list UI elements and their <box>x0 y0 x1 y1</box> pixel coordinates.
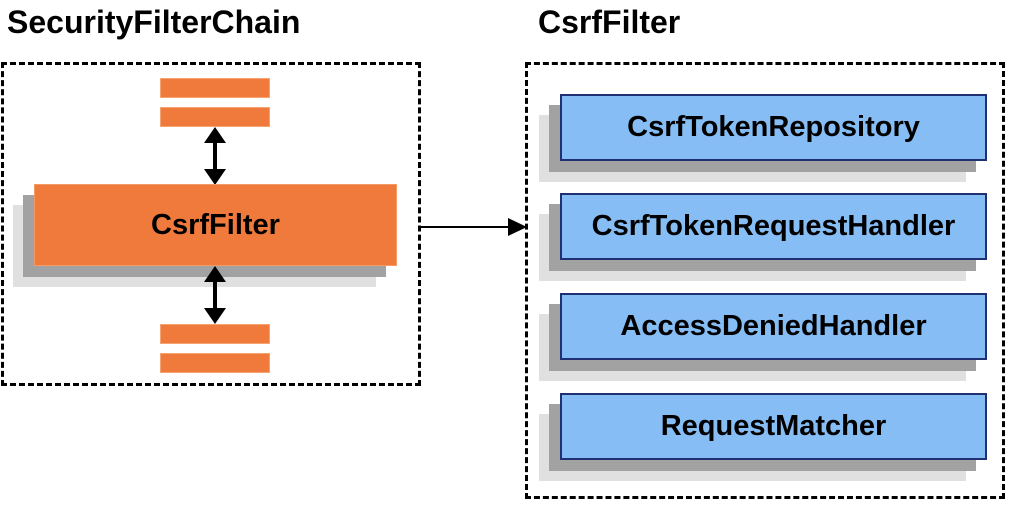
csrf-token-repository-box: CsrfTokenRepository <box>560 94 987 161</box>
security-filter-chain-container <box>1 62 421 386</box>
security-filter-chain-title: SecurityFilterChain <box>7 4 301 40</box>
filter-bar <box>160 353 270 373</box>
csrf-token-request-handler-box: CsrfTokenRequestHandler <box>560 193 987 260</box>
up-down-arrow-icon <box>204 266 226 324</box>
component-box-label: CsrfTokenRepository <box>627 111 920 143</box>
up-down-arrow-icon <box>204 127 226 185</box>
access-denied-handler-box: AccessDeniedHandler <box>560 293 987 360</box>
component-box-label: RequestMatcher <box>660 410 887 442</box>
filter-bar <box>160 78 270 98</box>
component-box-label: CsrfTokenRequestHandler <box>591 210 956 242</box>
csrf-filter-title: CsrfFilter <box>538 4 681 40</box>
request-matcher-box: RequestMatcher <box>560 393 987 460</box>
csrf-filter-container <box>525 62 1005 499</box>
filter-bar <box>160 324 270 344</box>
component-box-label: AccessDeniedHandler <box>620 310 927 342</box>
csrf-filter-box: CsrfFilter <box>34 184 397 266</box>
csrf-filter-box-label: CsrfFilter <box>151 208 280 241</box>
right-arrow-icon <box>420 218 527 236</box>
filter-bar <box>160 107 270 127</box>
